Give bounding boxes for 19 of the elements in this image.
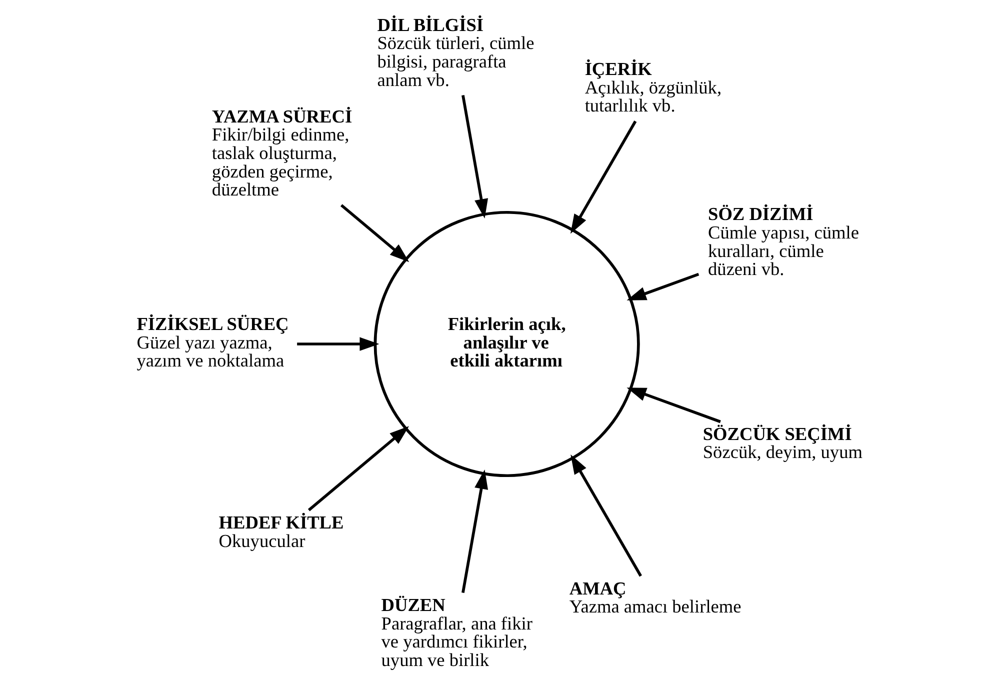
node-text: SÖZCÜK SEÇİMİ Sözcük, deyim, uyum <box>702 424 862 462</box>
node-text: SÖZ DİZİMİ Cümle yapısı, cümle kuralları, cümle düzeni vb. <box>708 204 858 280</box>
arrow <box>461 469 488 594</box>
arrow <box>626 388 720 424</box>
node-text: DİL BİLGİSİ Sözcük türleri, cümle bilgisi, paragrafta anlam vb. <box>376 14 534 90</box>
arrow <box>340 204 409 262</box>
node-circle: Fikirlerin açık, anlaşılır ve etkili aktarımı <box>373 210 640 478</box>
node-text: YAZMA SÜRECİ Fikir/bilgi edinme, taslak oluşturma, gözden geçirme, düzeltme <box>211 106 352 200</box>
node-text: İÇERİK Açıklık, özgünlük, tutarlılık vb. <box>584 58 722 116</box>
node-text: FİZİKSEL SÜREÇ Güzel yazı yazma, yazım ve noktalama <box>136 314 288 371</box>
arrow <box>570 454 642 577</box>
arrow <box>461 94 488 219</box>
node-text: AMAÇ Yazma amacı belirleme <box>568 578 741 617</box>
arrow <box>296 337 379 351</box>
arrow <box>626 272 699 300</box>
arrow <box>570 120 636 234</box>
node-text: HEDEF KİTLE Okuyucular <box>218 512 344 551</box>
node-text: DÜZEN Paragraflar, ana fikir ve yardımcı fikirler, uyum ve birlik <box>380 594 532 670</box>
arrow <box>307 426 409 512</box>
